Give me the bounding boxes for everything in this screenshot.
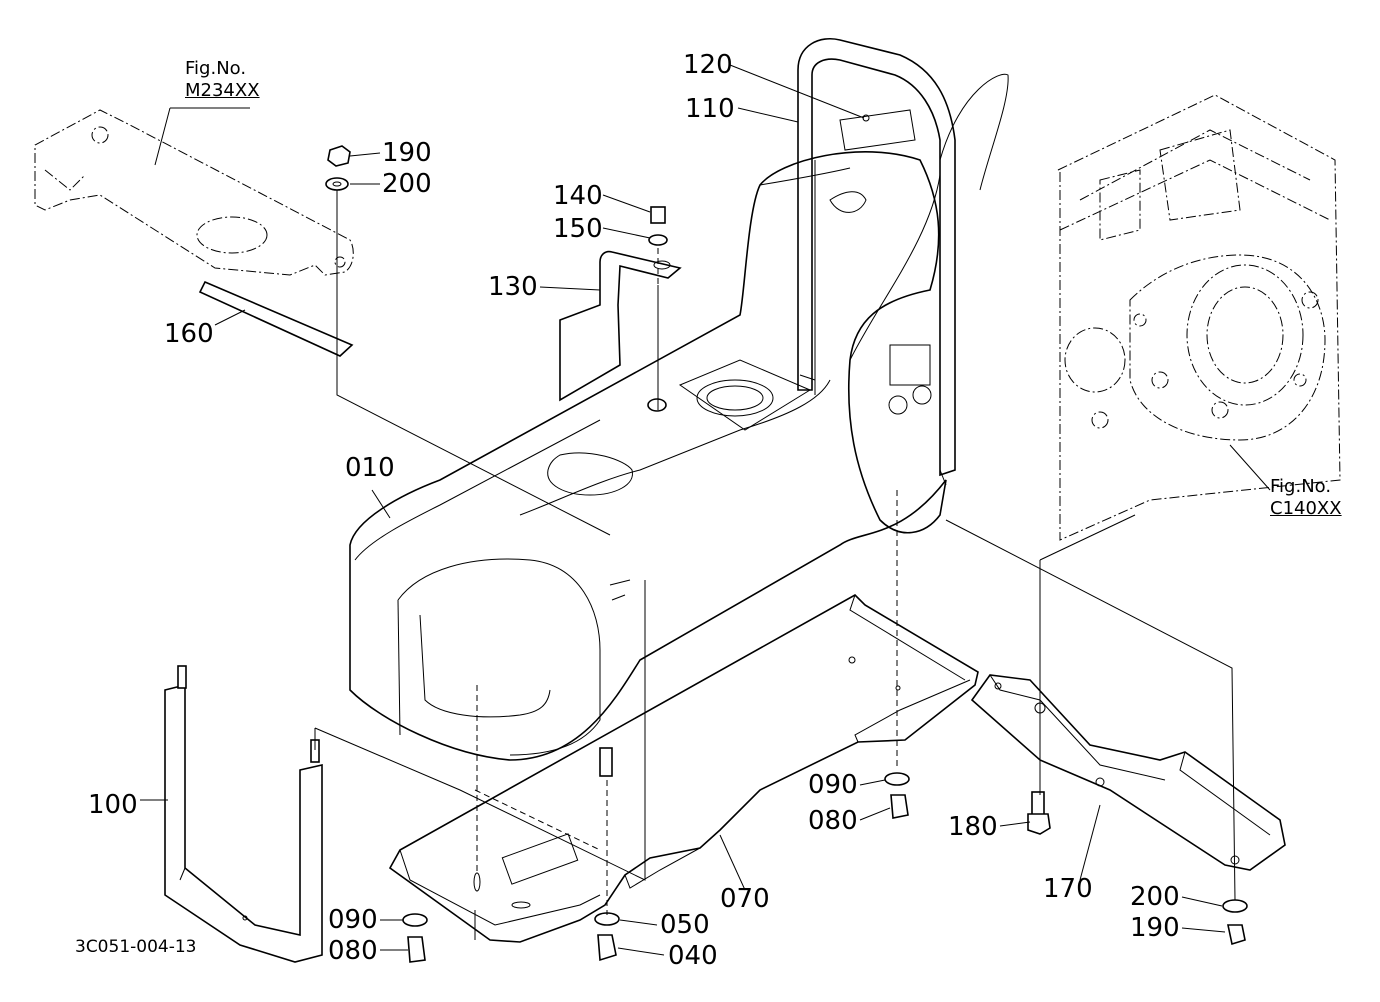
label-part-080-bottom: 080 [328, 936, 378, 966]
label-part-050: 050 [660, 910, 710, 940]
label-part-190-top: 190 [382, 138, 432, 168]
label-part-190-bottom: 190 [1130, 913, 1180, 943]
figure-ref-number: M234XX [185, 79, 260, 101]
reference-bracket-top-left [34, 107, 354, 357]
label-part-180: 180 [948, 812, 998, 842]
label-part-200-bottom: 200 [1130, 882, 1180, 912]
label-part-150: 150 [553, 214, 603, 244]
label-part-160: 160 [164, 319, 214, 349]
label-part-140: 140 [553, 181, 603, 211]
nut-washer-top [325, 145, 351, 191]
figure-ref-number: C140XX [1270, 497, 1342, 519]
label-part-200-top: 200 [382, 169, 432, 199]
drawing-code: 3C051-004-13 [75, 937, 197, 957]
figure-ref-c140xx: Fig.No. C140XX [1270, 476, 1342, 519]
label-part-010: 010 [345, 453, 395, 483]
label-part-170: 170 [1043, 874, 1093, 904]
label-part-070: 070 [720, 884, 770, 914]
hardware-bottom [402, 747, 1248, 963]
bolt-180 [1027, 791, 1051, 835]
label-part-130: 130 [488, 272, 538, 302]
fuel-tank-010 [349, 73, 1009, 761]
leader-lines [140, 64, 1226, 956]
bracket-130 [559, 206, 682, 412]
label-part-120: 120 [683, 50, 733, 80]
reference-housing-right [1057, 94, 1341, 541]
center-lines [314, 160, 1236, 940]
label-part-080-mid: 080 [808, 806, 858, 836]
frame-110 [797, 38, 956, 486]
figure-ref-prefix: Fig.No. [185, 58, 247, 79]
base-plate-070 [388, 594, 979, 943]
strap-100 [164, 665, 323, 963]
label-part-100: 100 [88, 790, 138, 820]
label-part-090-mid: 090 [808, 770, 858, 800]
label-part-110: 110 [685, 94, 735, 124]
figure-ref-prefix: Fig.No. [1270, 476, 1332, 497]
label-part-040: 040 [668, 941, 718, 971]
label-part-090-bottom: 090 [328, 905, 378, 935]
bracket-170 [970, 674, 1286, 871]
figure-ref-m234xx: Fig.No. M234XX [185, 58, 260, 101]
